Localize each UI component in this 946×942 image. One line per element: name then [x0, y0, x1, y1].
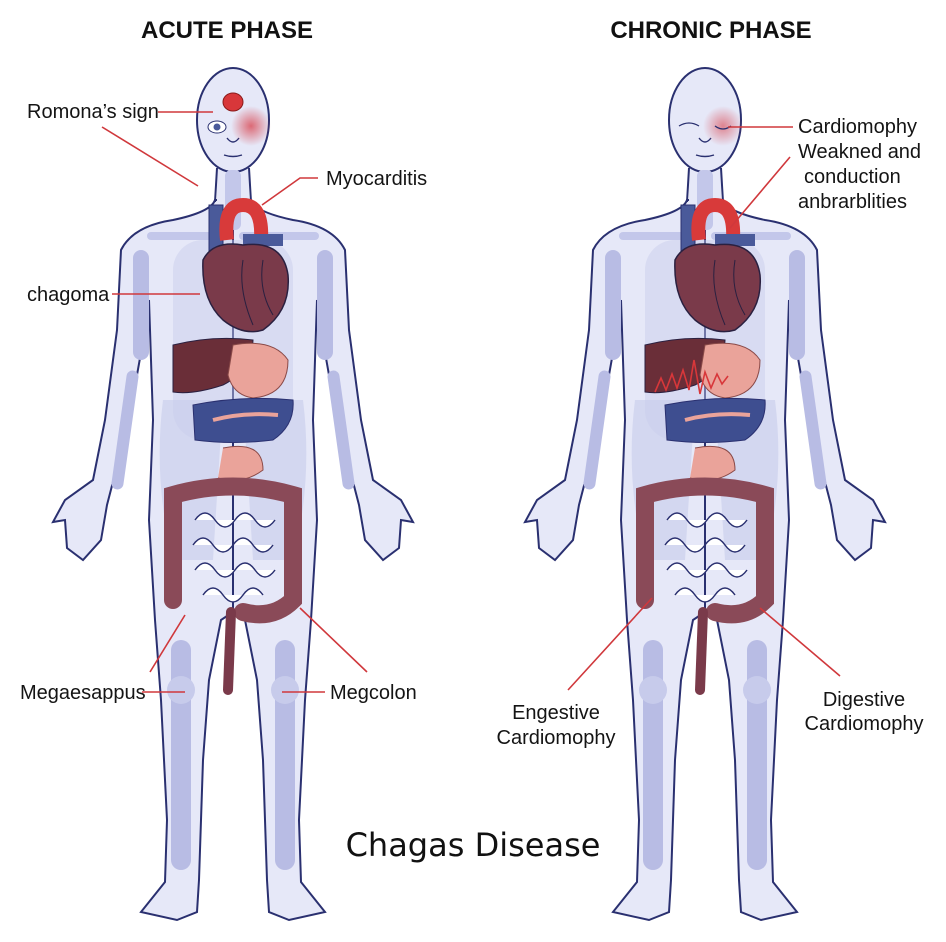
swollen-eye: [231, 106, 271, 146]
conduction-abnormality-trace: [654, 359, 729, 395]
label-romana-sign: Romona’s sign: [27, 101, 159, 123]
label-cardiomyopathy: Cardiomophy Weakned and conduction anbra…: [798, 116, 921, 213]
label-chagoma: chagoma: [27, 284, 110, 306]
diagram-caption: Chagas Disease: [346, 826, 601, 864]
label-myocarditis: Myocarditis: [326, 168, 427, 190]
leader-megacolon: [282, 607, 368, 693]
acute-body-figure: [53, 68, 413, 920]
leader-romana: [101, 111, 213, 187]
label-megacolon: Megcolon: [330, 682, 417, 704]
label-line: Digestive: [823, 689, 905, 711]
chronic-phase-title: CHRONIC PHASE: [610, 17, 811, 44]
chagoma-lesion: [222, 92, 244, 112]
leader-digestive: [759, 607, 841, 677]
label-line: Weakned and: [798, 141, 921, 163]
label-line: conduction: [804, 166, 901, 188]
leader-megaesophagus: [142, 614, 186, 693]
label-line: Engestive: [512, 702, 600, 724]
acute-phase-title: ACUTE PHASE: [141, 17, 313, 44]
label-line: anbrarblities: [798, 191, 907, 213]
leader-engestive: [567, 597, 653, 691]
leader-cardiomyopathy: [728, 126, 793, 229]
label-line: Cardiomophy: [798, 116, 917, 138]
label-line: Cardiomophy: [805, 713, 924, 735]
label-digestive: Digestive Cardiomophy: [805, 689, 924, 735]
label-engestive: Engestive Cardiomophy: [497, 702, 616, 749]
leader-myocarditis: [261, 177, 318, 206]
label-megaesophagus: Megaesappus: [20, 682, 146, 704]
label-line: Cardiomophy: [497, 727, 616, 749]
